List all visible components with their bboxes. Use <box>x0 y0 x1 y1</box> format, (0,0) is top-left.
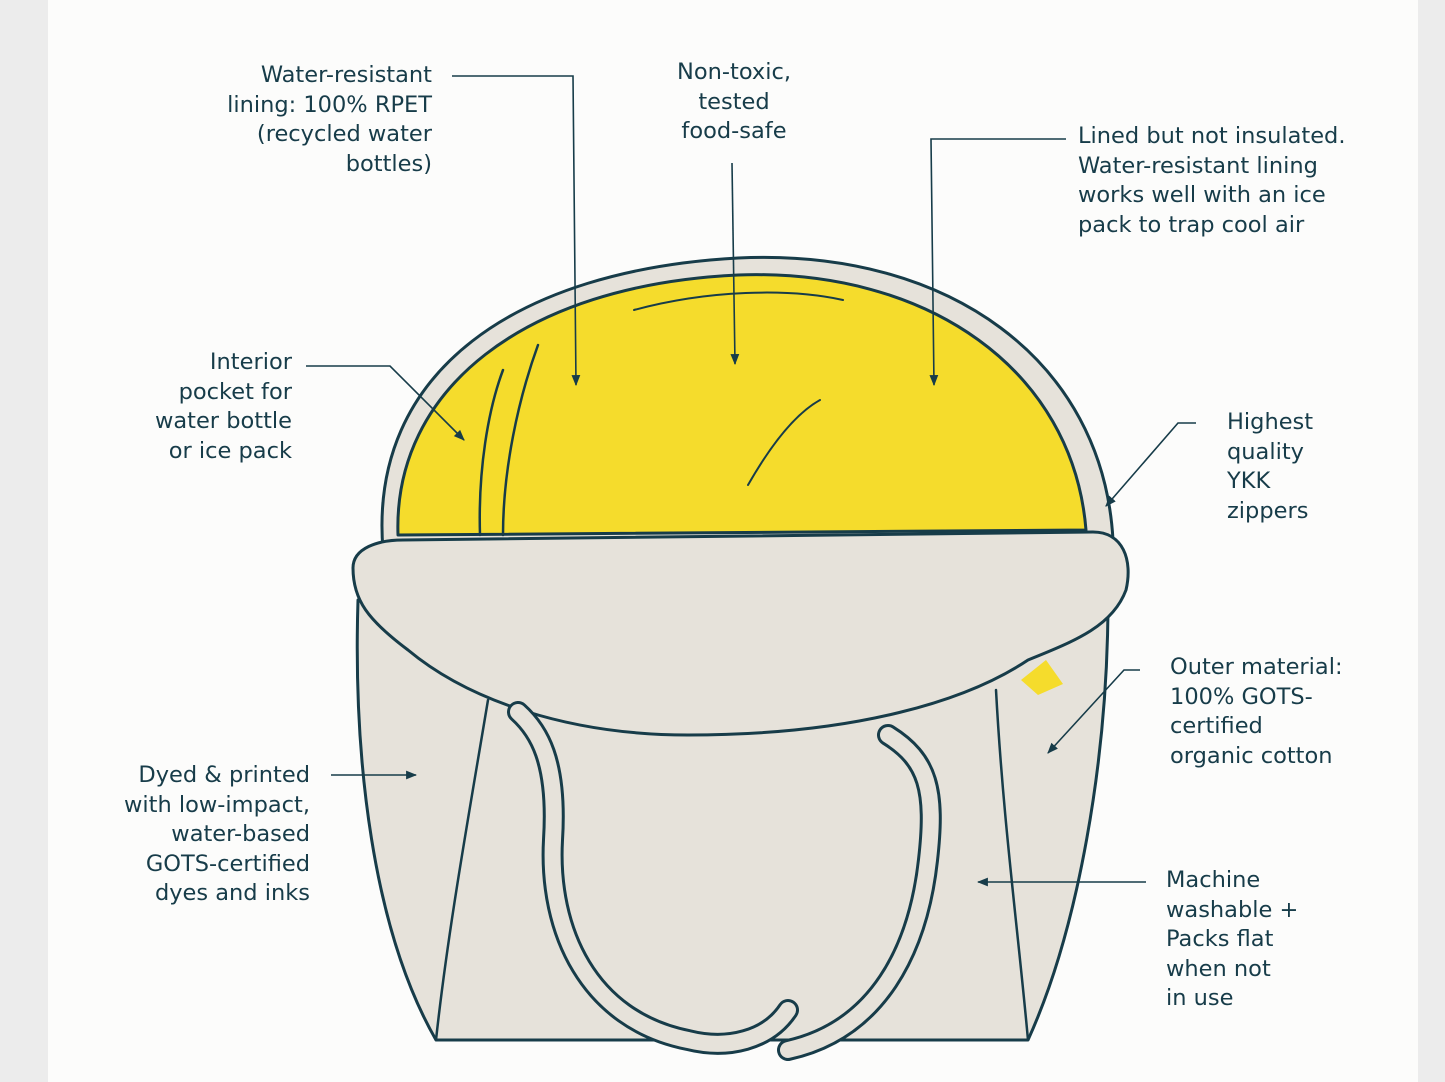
leader-lined <box>929 138 1066 387</box>
pocket-seam <box>478 368 505 537</box>
diagram-canvas: Water-resistant lining: 100% RPET (recyc… <box>48 0 1418 1082</box>
callout-zippers: Highest quality YKK zippers <box>1227 409 1314 524</box>
callout-outer: Outer material: 100% GOTS- certified org… <box>1170 654 1343 769</box>
leader-zippers <box>1105 422 1196 507</box>
yellow-lining <box>396 273 1088 537</box>
side-seam <box>994 688 1030 1042</box>
leader-lines <box>306 75 1196 887</box>
leader-pocket <box>306 365 465 441</box>
callout-nontoxic: Non-toxic, tested food-safe <box>677 59 791 145</box>
callout-pocket: Interior pocket for water bottle or ice … <box>154 349 292 464</box>
handle-right-fill <box>780 727 939 1058</box>
lining-highlight <box>633 291 844 311</box>
leader-nontoxic <box>730 162 740 366</box>
bag-rim <box>351 530 1130 737</box>
yellow-tag <box>1021 660 1063 695</box>
lining-highlight <box>747 399 821 486</box>
lunch-bag-illustration <box>306 75 1196 1061</box>
leader-outer <box>1047 669 1140 754</box>
bag-drawing <box>351 255 1130 1061</box>
leader-lining <box>452 75 581 387</box>
callout-washable: Machine washable + Packs flat when not i… <box>1166 867 1299 1012</box>
handle-left-fill <box>510 704 796 1052</box>
callout-dyed: Dyed & printed with low-impact, water-ba… <box>123 762 310 907</box>
side-seam <box>434 698 490 1042</box>
callout-lined: Lined but not insulated. Water-resistant… <box>1078 123 1346 238</box>
pocket-seam <box>501 343 540 537</box>
callout-lining: Water-resistant lining: 100% RPET (recyc… <box>227 62 432 177</box>
